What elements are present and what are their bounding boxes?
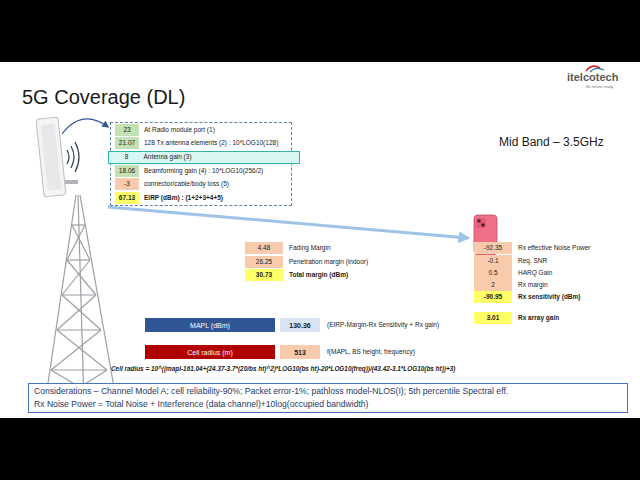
note-text: Rx Noise Power = Total Noise + Interfere… [33,399,625,410]
value-cell: 2 [474,279,512,291]
highlight-row: 8 Antenna gain (3) [108,151,300,164]
callout-arrow [62,119,108,134]
tower-bar [57,329,101,330]
radio-waves [67,142,79,172]
tower-leg [80,195,118,410]
tower-brace [51,330,101,370]
row-label: Req. SNR [517,255,637,267]
tower-lattice [44,195,118,410]
tower-brace [67,260,96,295]
value-cell: -90.95 [474,291,512,303]
value-cell: -0.1 [474,255,512,267]
wave [71,146,74,168]
wave [75,142,79,172]
note-label: (EIRP-Margin-Rx Sensitivity + Rx gain) [326,318,506,332]
value-cell: 8 [115,151,139,163]
considerations-box: Considerations – Channel Model A; cell r… [28,383,628,413]
row-label: Rx margin [517,279,637,291]
note-text: Considerations – Channel Model A; cell r… [33,386,625,397]
tower-bar [72,224,85,225]
row-label: Rx sensitivity (dBm) [517,291,637,303]
tower-brace [62,260,90,295]
eirp-box: 23 At Radio module port (1) 21.07 128 Tx an… [110,122,292,206]
logo-text: itelcotech [566,70,628,84]
antenna-face [41,123,62,190]
wave [67,150,69,164]
antenna-panel [36,117,66,197]
tower-brace [62,295,101,330]
row-label: Fading Margin [288,242,408,254]
tower-bar [62,294,96,295]
value-cell: 4.48 [245,242,283,254]
bar-label: Cell radius (m) [145,345,275,359]
signal-arrow [108,207,468,238]
tower-bar [51,369,107,370]
note-label: f(MAPL, BS height, frequency) [326,345,506,359]
bar-label: MAPL (dBm) [145,318,275,332]
value-cell: 130.36 [280,318,320,332]
row-label: 128 Tx antenna elements (2) : 10*LOG10(1… [143,137,293,149]
value-cell: 21.07 [115,137,139,149]
value-cell: -92.35 [474,242,512,254]
row-label: Rx array gain [517,312,637,324]
tower-brace [72,225,90,260]
value-cell: 3.01 [474,312,512,324]
row-label: EIRP (dBm) : (1+2+3+4+5) [143,192,293,204]
value-cell: 30.73 [245,269,283,281]
value-cell: 67.13 [115,192,139,204]
row-label: Rx effective Noise Power [517,242,637,254]
value-cell: 26.25 [245,256,283,268]
row-label: At Radio module port (1) [143,124,293,136]
letterbox-bar [0,418,640,480]
letterbox-bar [0,0,640,62]
value-cell: 0.5 [474,267,512,279]
row-label: Penetration margin (indoor) [288,256,408,268]
tower-brace [57,330,107,370]
row-label: HARQ Gain [517,267,637,279]
tower-bar [67,259,90,260]
value-cell: 23 [115,124,139,136]
formula-text: Cell radius = 10^((mapl-161.04+(24.37-3.… [110,364,550,374]
mapl-bar: MAPL (dBm) [145,318,275,332]
value-cell: -3 [115,178,139,190]
tower-brace [57,295,96,330]
tower-brace [67,225,85,260]
camera-lens [481,223,485,227]
row-label: Beamforming gain (4) : 10*LOG10(256/2) [143,165,293,177]
camera-lens [477,219,481,223]
row-label: connector/cable/body loss (5) [143,178,293,190]
camera-block [476,218,486,228]
row-label: Total margin (dBm) [288,269,408,281]
tower-leg [78,195,84,405]
value-cell: 18.06 [115,165,139,177]
logo-tagline: Be future ready [585,84,625,90]
slide-title: 5G Coverage (DL) [22,86,185,109]
row-label: Antenna gain (3) [143,151,293,163]
value-cell: 513 [280,345,320,359]
band-label: Mid Band – 3.5GHz [498,135,618,149]
radius-bar: Cell radius (m) [145,345,275,359]
